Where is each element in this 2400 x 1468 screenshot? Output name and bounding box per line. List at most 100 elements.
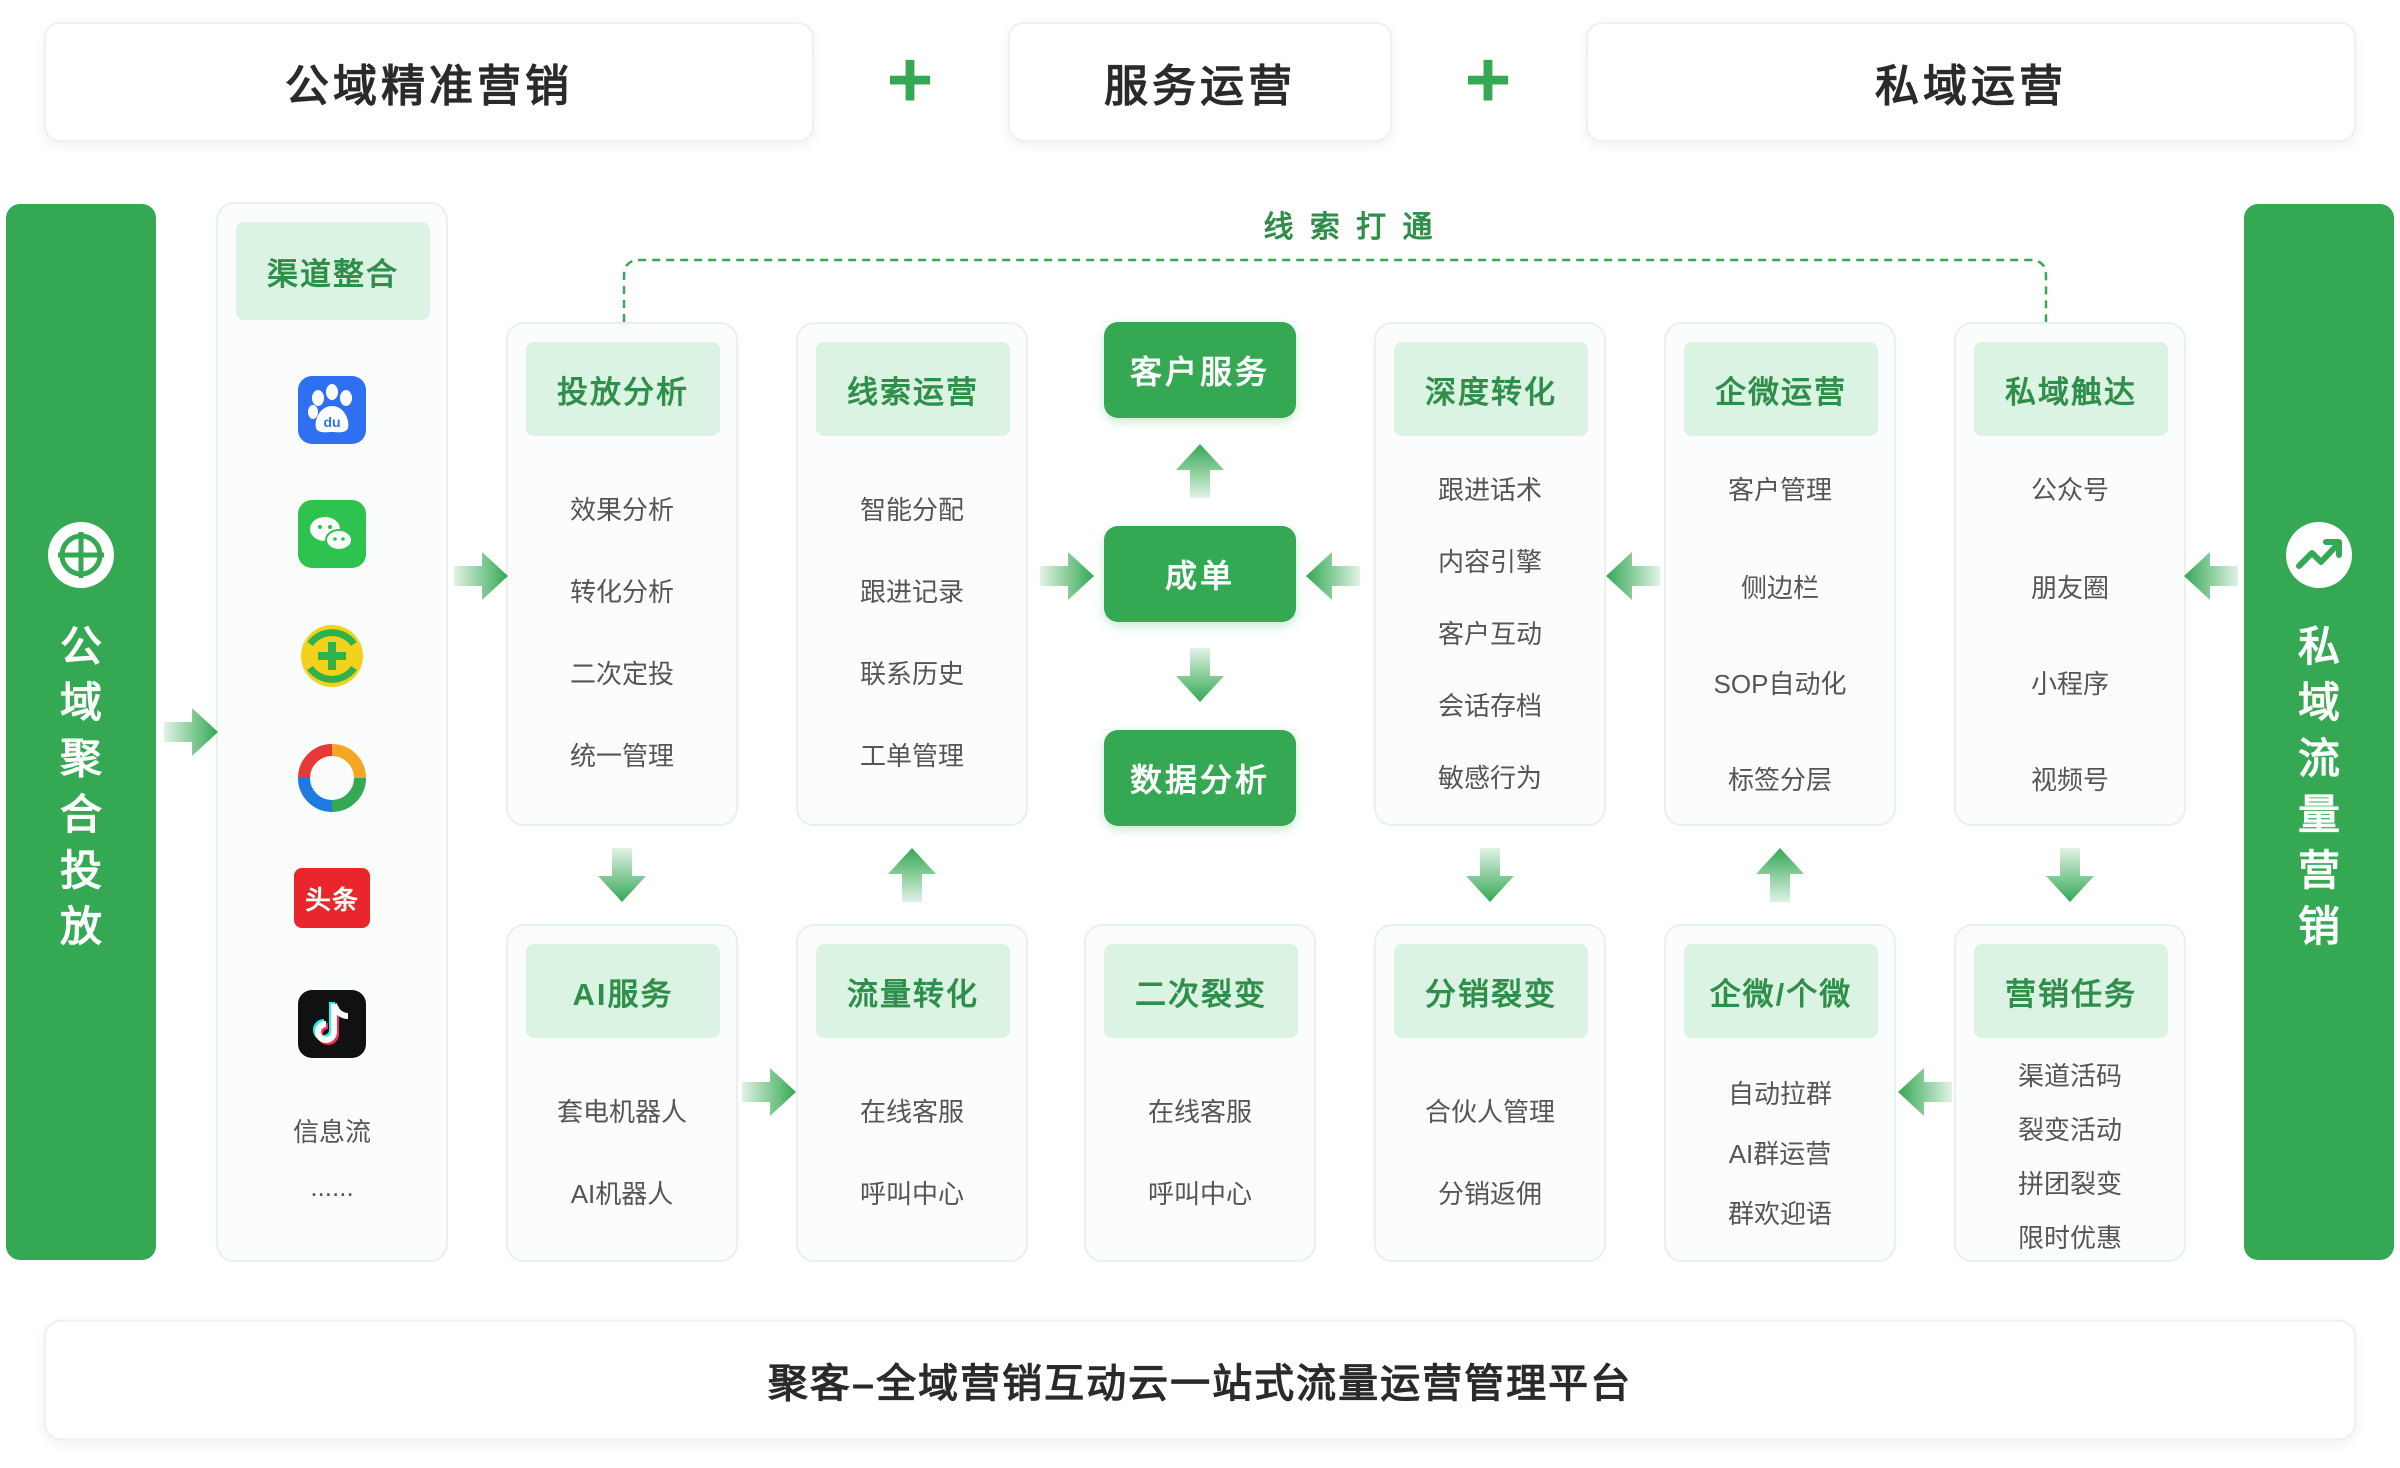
list-item: 效果分析: [569, 495, 674, 525]
baidu-du-text: du: [323, 414, 340, 430]
service-operation-box: 服务运营: [1008, 22, 1392, 142]
baidu-icon: du: [298, 376, 366, 444]
customer-service-node: 客户服务: [1104, 322, 1296, 418]
list-item: 裂变活动: [2017, 1115, 2122, 1145]
list-item: 工单管理: [859, 741, 964, 771]
lead-operation-card: 线索运营 智能分配 跟进记录 联系历史 工单管理: [796, 322, 1028, 826]
arrow-right-icon: [1040, 552, 1094, 600]
arrow-right-icon: [164, 708, 218, 756]
list-item: 敏感行为: [1437, 763, 1542, 793]
private-domain-operation-label: 私域运营: [1875, 62, 2067, 111]
arrow-down-icon: [1466, 848, 1514, 902]
ai-service-card: AI服务 套电机器人 AI机器人: [506, 924, 738, 1262]
list-item: 限时优惠: [2017, 1223, 2122, 1253]
arrow-down-icon: [598, 848, 646, 902]
vertical-char: 放: [59, 903, 102, 950]
plus-icon: +: [1464, 35, 1512, 124]
vertical-char: 域: [59, 679, 102, 726]
more-label: ......: [310, 1172, 354, 1202]
list-item: 呼叫中心: [1147, 1179, 1252, 1209]
distribution-fission-title: 分销裂变: [1394, 944, 1588, 1038]
channel-integration-card: 渠道整合 du: [216, 202, 448, 1262]
private-domain-vertical-label: 私 域 流 量 营 销: [2298, 619, 2340, 955]
vertical-char: 域: [2297, 679, 2340, 726]
vertical-char: 合: [59, 791, 102, 838]
wecom-personal-card: 企微/个微 自动拉群 AI群运营 群欢迎语: [1664, 924, 1896, 1262]
public-domain-sidebar: 公 域 聚 合 投 放: [6, 204, 156, 1260]
public-precision-marketing-label: 公域精准营销: [285, 62, 573, 111]
arrow-up-icon: [888, 848, 936, 902]
list-item: 智能分配: [859, 495, 964, 525]
list-item: 客户互动: [1437, 619, 1542, 649]
arrow-down-icon: [1176, 648, 1224, 702]
360-icon: [298, 622, 366, 690]
list-item: 拼团裂变: [2017, 1169, 2122, 1199]
vertical-char: 私: [2297, 623, 2340, 670]
deep-conversion-title: 深度转化: [1394, 342, 1588, 436]
private-domain-operation-box: 私域运营: [1586, 22, 2356, 142]
crosshair-icon: [46, 520, 116, 595]
channel-integration-title: 渠道整合: [236, 222, 430, 320]
lead-operation-title: 线索运营: [816, 342, 1010, 436]
ad-analysis-card: 投放分析 效果分析 转化分析 二次定投 统一管理: [506, 322, 738, 826]
list-item: 转化分析: [569, 577, 674, 607]
list-item: 联系历史: [859, 659, 964, 689]
ad-analysis-title: 投放分析: [526, 342, 720, 436]
list-item: 内容引擎: [1437, 547, 1542, 577]
service-operation-label: 服务运营: [1104, 62, 1296, 111]
secondary-fission-title: 二次裂变: [1104, 944, 1298, 1038]
arrow-left-icon: [1306, 552, 1360, 600]
list-item: 在线客服: [1147, 1097, 1252, 1127]
platform-title: 聚客–全域营销互动云一站式流量运营管理平台: [767, 1362, 1633, 1406]
list-item: 统一管理: [569, 741, 674, 771]
list-item: 渠道活码: [2017, 1061, 2122, 1091]
arrow-left-icon: [1606, 552, 1660, 600]
list-item: 小程序: [2030, 669, 2109, 699]
wecom-operation-card: 企微运营 客户管理 侧边栏 SOP自动化 标签分层: [1664, 322, 1896, 826]
plus-icon: +: [886, 35, 934, 124]
wecom-personal-title: 企微/个微: [1684, 944, 1878, 1038]
toutiao-label: 头条: [304, 884, 359, 915]
vertical-char: 营: [2297, 847, 2340, 894]
lead-connector-line: [622, 258, 2048, 322]
list-item: 客户管理: [1727, 475, 1832, 505]
toutiao-icon: 头条: [294, 868, 370, 928]
arrow-right-icon: [454, 552, 508, 600]
list-item: 在线客服: [859, 1097, 964, 1127]
list-item: 公众号: [2030, 475, 2109, 505]
list-item: 朋友圈: [2030, 573, 2109, 603]
list-item: 侧边栏: [1740, 573, 1819, 603]
list-item: 视频号: [2030, 765, 2109, 795]
list-item: 群欢迎语: [1727, 1199, 1832, 1229]
vertical-char: 投: [59, 847, 102, 894]
list-item: 套电机器人: [556, 1097, 687, 1127]
list-item: 二次定投: [569, 659, 674, 689]
list-item: SOP自动化: [1713, 669, 1847, 699]
list-item: 跟进记录: [859, 577, 964, 607]
private-domain-sidebar: 私 域 流 量 营 销: [2244, 204, 2394, 1260]
platform-title-bar: 聚客–全域营销互动云一站式流量运营管理平台: [44, 1320, 2356, 1440]
vertical-char: 流: [2297, 735, 2340, 782]
wecom-operation-title: 企微运营: [1684, 342, 1878, 436]
feed-label: 信息流: [292, 1117, 371, 1147]
traffic-conversion-card: 流量转化 在线客服 呼叫中心: [796, 924, 1028, 1262]
distribution-fission-card: 分销裂变 合伙人管理 分销返佣: [1374, 924, 1606, 1262]
list-item: 合伙人管理: [1424, 1097, 1555, 1127]
tencent-icon: [298, 744, 366, 812]
douyin-icon: [298, 990, 366, 1058]
list-item: 跟进话术: [1437, 475, 1542, 505]
arrow-up-icon: [1176, 444, 1224, 498]
trend-up-icon: [2284, 520, 2354, 595]
private-reach-card: 私域触达 公众号 朋友圈 小程序 视频号: [1954, 322, 2186, 826]
lead-connector-label: 线 索 打 通: [1263, 211, 1437, 244]
arrow-down-icon: [2046, 848, 2094, 902]
list-item: 会话存档: [1437, 691, 1542, 721]
deep-conversion-card: 深度转化 跟进话术 内容引擎 客户互动 会话存档 敏感行为: [1374, 322, 1606, 826]
wechat-icon: [298, 500, 366, 568]
vertical-char: 销: [2297, 903, 2340, 950]
arrow-left-icon: [1898, 1068, 1952, 1116]
list-item: 标签分层: [1727, 765, 1832, 795]
marketing-task-card: 营销任务 渠道活码 裂变活动 拼团裂变 限时优惠: [1954, 924, 2186, 1262]
list-item: AI群运营: [1728, 1139, 1832, 1169]
ai-service-title: AI服务: [526, 944, 720, 1038]
